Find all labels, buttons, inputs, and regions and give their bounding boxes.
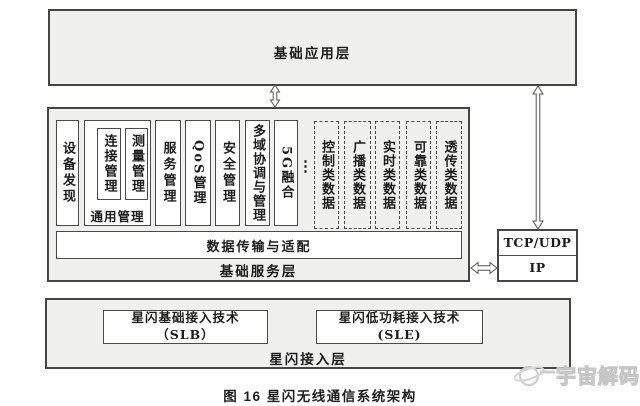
- broadcast-data-label: 广播类数据: [350, 140, 365, 210]
- qos-management-box: QoS管理: [185, 120, 211, 226]
- data-transmission-adaptation-box: 数据传输与适配: [56, 231, 462, 259]
- connection-management-label: 连接管理: [101, 134, 117, 194]
- service-layer-label: 基础服务层: [219, 264, 298, 280]
- reliable-data-label: 可靠类数据: [411, 140, 426, 210]
- data-transmission-adaptation-label: 数据传输与适配: [206, 239, 312, 255]
- 5g-fusion-box: 5G融合: [274, 120, 298, 226]
- access-layer-label: 星闪接入层: [269, 352, 347, 368]
- watermark-logo-icon: [513, 366, 555, 386]
- application-layer-box: 基础应用层: [48, 9, 577, 86]
- transparent-data-label: 透传类数据: [441, 140, 457, 210]
- device-discovery-box: 设备发现: [56, 120, 79, 226]
- control-data-label: 控制类数据: [319, 140, 334, 210]
- protocol-stack-box: TCP/UDP IP: [497, 229, 578, 282]
- device-discovery-label: 设备发现: [60, 141, 75, 205]
- multidomain-coordination-box: 多域协调与管理: [245, 120, 270, 226]
- application-layer-label: 基础应用层: [273, 46, 352, 62]
- tcp-udp-cell: TCP/UDP: [499, 231, 576, 256]
- app-tcpudp-double-arrow: [532, 85, 544, 230]
- sle-box: 星闪低功耗接入技术 (SLE): [316, 310, 483, 344]
- service-tcpudp-double-arrow: [470, 261, 498, 275]
- slb-box: 星闪基础接入技术 （SLB）: [103, 310, 268, 344]
- service-layer-box: 设备发现 连接管理 测量管理 通用管理 服务管理 QoS管理 安全管理 多域协调…: [47, 107, 470, 282]
- realtime-data-label: 实时类数据: [380, 140, 395, 210]
- broadcast-data-box: 广播类数据: [344, 121, 371, 229]
- watermark: 宇宙解码: [512, 352, 640, 396]
- figure-caption: 图 16 星闪无线通信系统架构: [223, 389, 417, 404]
- connection-management-box: 连接管理: [97, 128, 121, 200]
- measurement-management-label: 测量管理: [129, 134, 144, 194]
- transparent-data-box: 透传类数据: [436, 121, 462, 229]
- multidomain-coordination-label: 多域协调与管理: [250, 124, 265, 222]
- sle-name: 星闪低功耗接入技术: [338, 310, 461, 326]
- 5g-fusion-label: 5G融合: [278, 145, 294, 201]
- security-management-label: 安全管理: [220, 141, 235, 205]
- watermark-text: 宇宙解码: [555, 365, 640, 388]
- qos-management-label: QoS管理: [190, 140, 206, 206]
- access-layer-box: 星闪基础接入技术 （SLB） 星闪低功耗接入技术 (SLE) 星闪接入层: [45, 298, 571, 369]
- general-management-label: 通用管理: [90, 209, 145, 224]
- service-management-label: 服务管理: [160, 141, 176, 205]
- slb-abbr: （SLB）: [156, 327, 215, 342]
- service-management-box: 服务管理: [155, 120, 181, 226]
- ellipsis-dots: ⋮: [298, 157, 313, 175]
- measurement-management-box: 测量管理: [125, 128, 148, 200]
- reliable-data-box: 可靠类数据: [406, 121, 431, 229]
- realtime-data-box: 实时类数据: [375, 121, 400, 229]
- general-management-box: 连接管理 测量管理 通用管理: [84, 120, 151, 226]
- security-management-box: 安全管理: [215, 120, 240, 226]
- control-data-box: 控制类数据: [314, 121, 339, 229]
- slb-name: 星闪基础接入技术: [131, 310, 240, 326]
- ip-cell: IP: [529, 260, 546, 276]
- app-service-double-arrow: [269, 84, 281, 108]
- sle-abbr: (SLE): [377, 327, 422, 342]
